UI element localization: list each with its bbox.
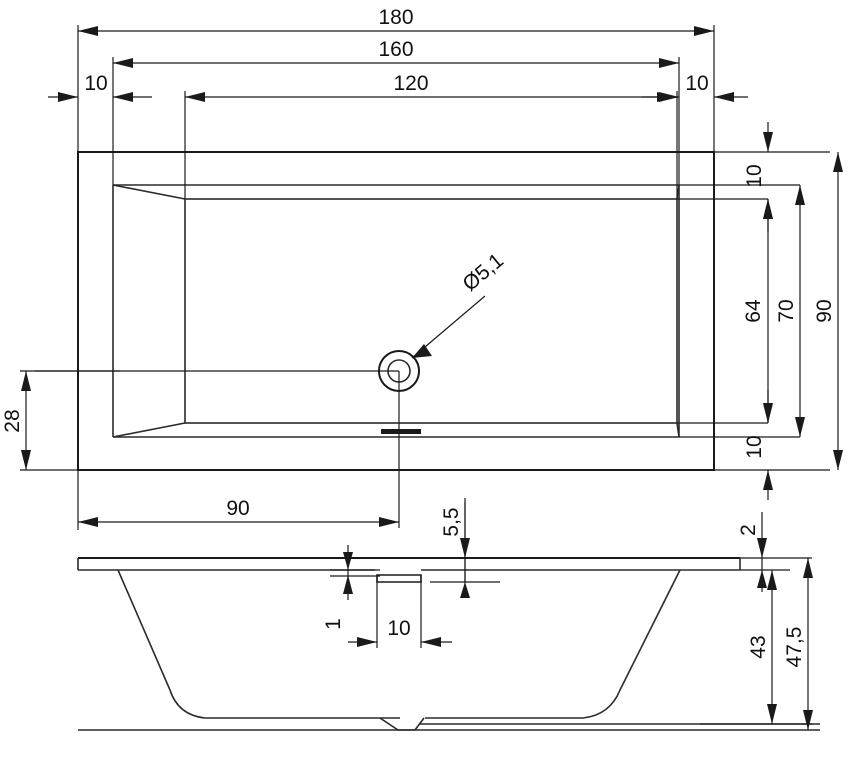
plan-chamfer-top-left	[112, 184, 186, 200]
arrow-43-top	[767, 570, 777, 590]
arrow-10w-left	[357, 637, 377, 647]
plan-outer-rim	[77, 151, 715, 471]
dim-label-rim-bottom: 10	[743, 435, 766, 458]
arrow-10bot-b	[763, 470, 773, 490]
section-right-wall-profile	[425, 569, 681, 719]
arrow-70-top	[795, 185, 805, 205]
dim-label-rim-right: 10	[685, 72, 708, 95]
arrow-64-top	[763, 199, 773, 219]
arrow-70-bot	[795, 417, 805, 437]
arrow-10w-right	[421, 637, 441, 647]
dim-label-overall-height: 47,5	[783, 627, 806, 668]
arrow-28-bot	[21, 450, 31, 470]
plan-basin-rect	[184, 198, 678, 424]
arrow-120-left	[185, 92, 205, 102]
section-view	[77, 557, 820, 731]
dim-label-overall-length: 180	[378, 6, 413, 29]
plan-left-dimensions: 28	[1, 370, 120, 471]
arrow-1-top	[343, 552, 353, 570]
arrow-90w-bot	[833, 450, 843, 470]
dim-label-inner-depth: 43	[747, 635, 770, 658]
dim-label-overall-width: 90	[813, 299, 836, 322]
dim-label-rim-left: 10	[84, 72, 107, 95]
arrow-90l-left	[78, 517, 98, 527]
dim-label-rim-thickness: 2	[737, 524, 760, 536]
drain-leader-arrow	[412, 344, 432, 358]
arrow-160-left	[113, 58, 133, 68]
dim-label-slot-thickness: 1	[322, 618, 345, 630]
arrow-90w-top	[833, 152, 843, 172]
arrow-180-right	[694, 26, 714, 36]
arrow-90l-right	[379, 517, 399, 527]
arrow-10bot-a	[763, 403, 773, 423]
dim-label-drain-offset-bottom: 28	[1, 409, 24, 432]
arrow-2-bot	[757, 570, 767, 588]
arrow-55-top	[460, 538, 470, 558]
overflow-slot-plan	[381, 429, 421, 434]
dim-label-inner-length-upper: 160	[378, 38, 413, 61]
dim-label-inner-width-base: 64	[742, 299, 765, 323]
section-top-dimensions: 5,5 1 10	[322, 498, 500, 648]
arrow-1-bot	[343, 575, 353, 594]
plan-chamfer-bottom-left	[112, 422, 186, 438]
dim-label-inner-width-top: 70	[775, 299, 798, 322]
arrow-475-bot	[803, 710, 813, 730]
arrow-475-top	[803, 558, 813, 578]
section-right-dimensions: 2 43 47,5	[700, 512, 813, 730]
arrow-10top-a	[763, 132, 773, 152]
dim-label-slot-width: 10	[387, 617, 410, 640]
section-left-wall-profile	[117, 569, 400, 719]
plan-bottom-dimensions: 90	[77, 470, 399, 530]
arrow-10-left-a	[58, 92, 78, 102]
arrow-2-top	[757, 538, 767, 558]
dim-label-drain-offset-left: 90	[226, 497, 249, 520]
arrow-10-left-b	[113, 92, 133, 102]
arrow-55-bot	[460, 582, 470, 598]
dim-label-inner-length-lower: 120	[393, 72, 428, 95]
plan-top-dimensions: 180 160 120 10 10	[48, 6, 748, 199]
arrow-43-bot	[767, 704, 777, 724]
arrow-10-right-a	[659, 92, 679, 102]
arrow-28-top	[21, 371, 31, 391]
arrow-10-right-b	[714, 92, 734, 102]
arrow-160-right	[659, 58, 679, 68]
dim-label-rim-top: 10	[743, 164, 766, 187]
plan-right-dimensions: 10 64 70 90 10	[677, 122, 843, 500]
arrow-180-left	[78, 26, 98, 36]
dim-label-overflow-height: 5,5	[440, 507, 463, 536]
